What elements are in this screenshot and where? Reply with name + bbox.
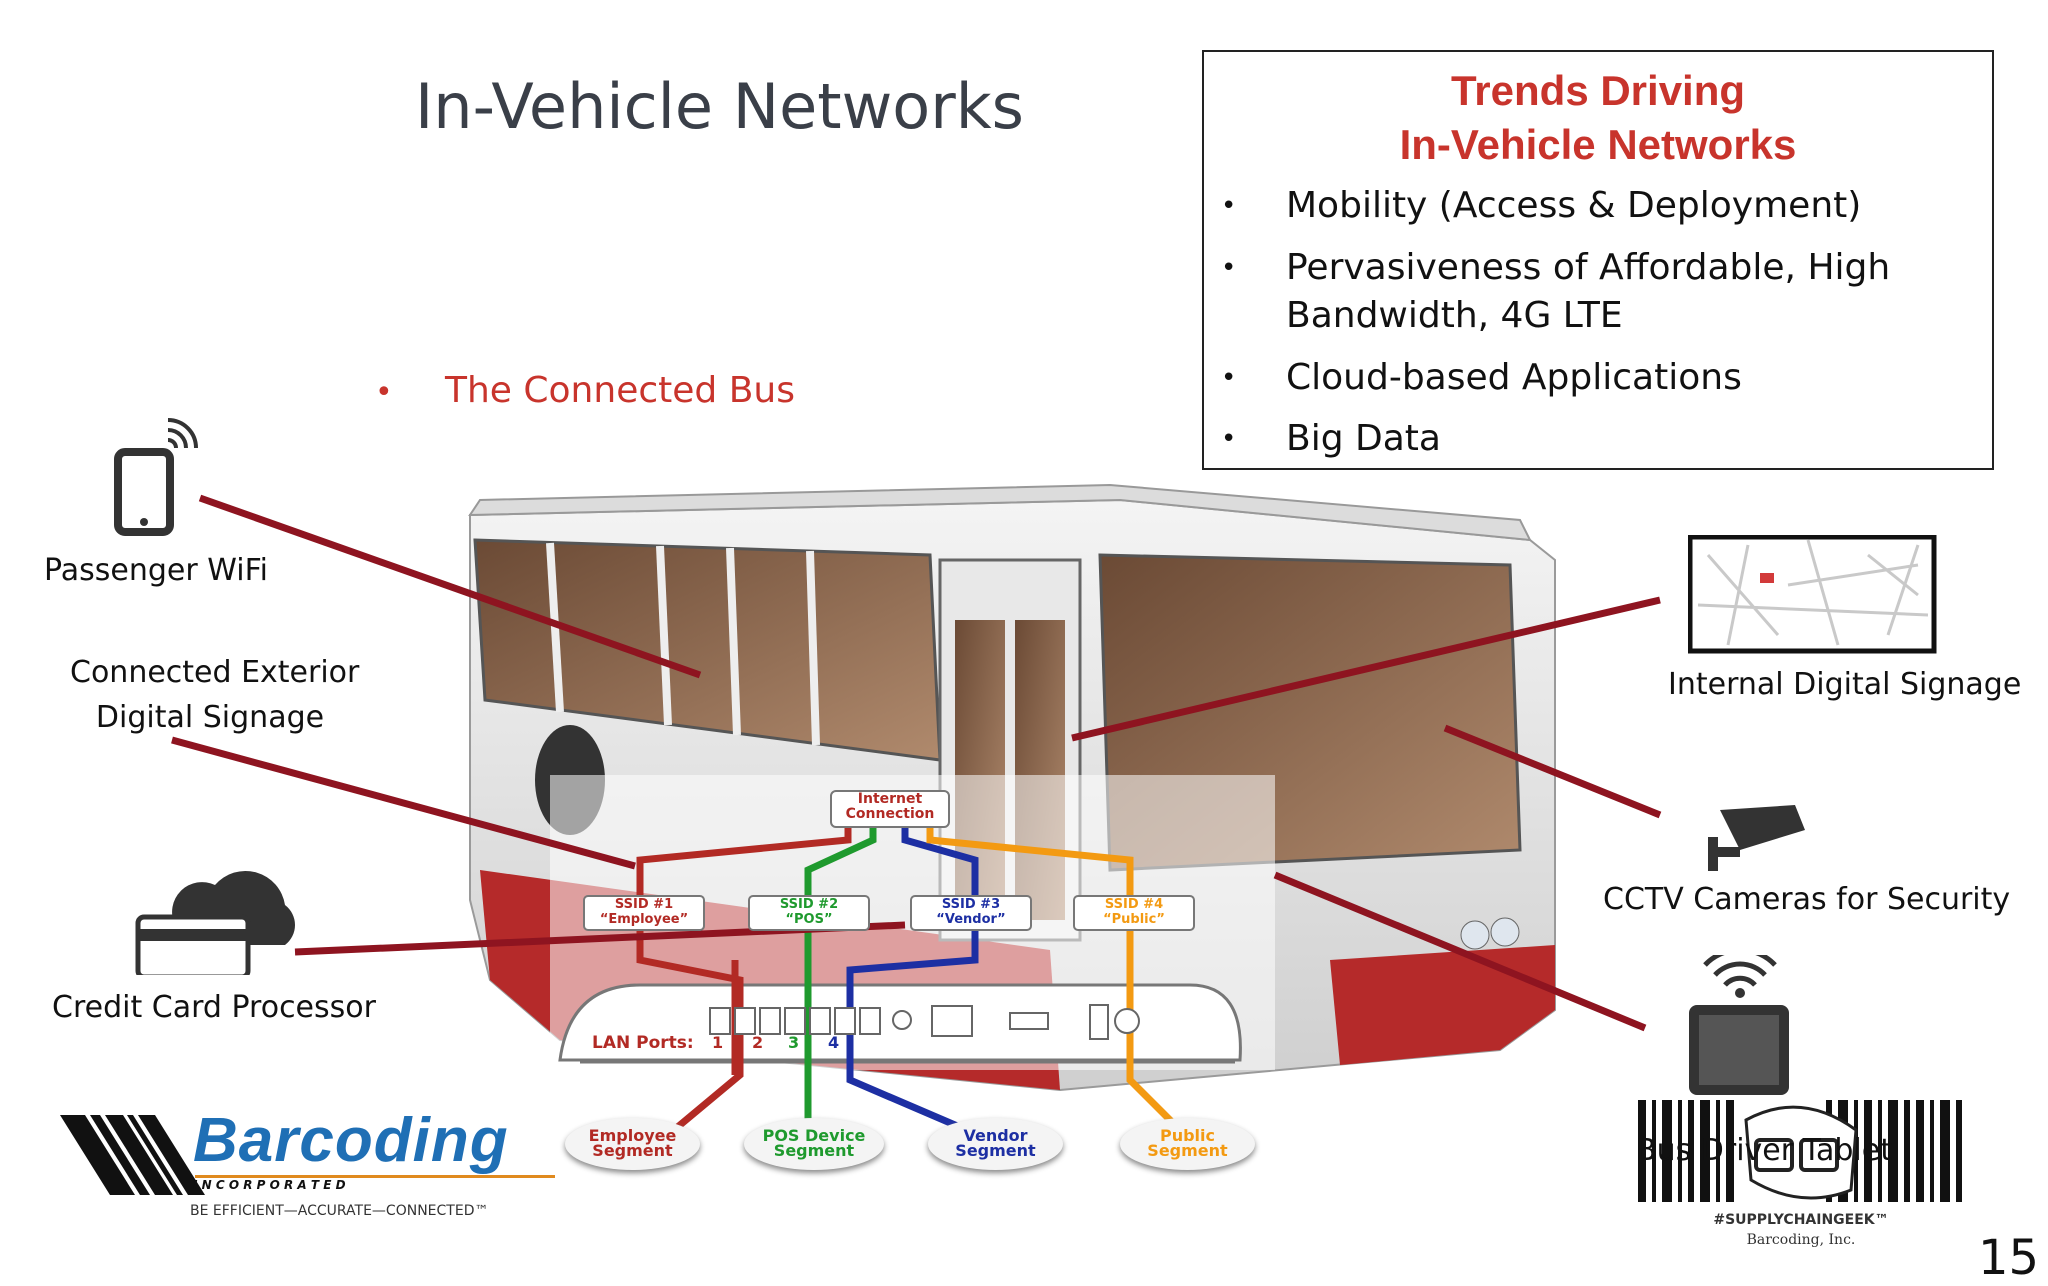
ssid-box: SSID #2 “POS” bbox=[748, 895, 870, 931]
passenger-wifi-label: Passenger WiFi bbox=[44, 553, 268, 588]
port-number: 1 bbox=[712, 1033, 724, 1052]
slide-title: In-Vehicle Networks bbox=[415, 70, 1024, 143]
internal-signage-label: Internal Digital Signage bbox=[1668, 667, 2022, 702]
page-number: 15 bbox=[1978, 1230, 2040, 1286]
ssid-box: SSID #1 “Employee” bbox=[583, 895, 705, 931]
segment-oval: Vendor Segment bbox=[928, 1118, 1063, 1170]
tablet-wifi-icon bbox=[1685, 955, 1795, 1095]
segment-oval: Public Segment bbox=[1120, 1118, 1255, 1170]
ssid-box: SSID #3 “Vendor” bbox=[910, 895, 1032, 931]
logo-divider bbox=[195, 1175, 555, 1178]
port-number: 2 bbox=[752, 1033, 764, 1052]
connected-bus-bullet: • The Connected Bus bbox=[375, 370, 795, 411]
map-screen-icon bbox=[1688, 535, 1938, 655]
trends-box: Trends Driving In-Vehicle Networks • Mob… bbox=[1202, 50, 1994, 470]
bullet-dot: • bbox=[375, 375, 393, 410]
barcoding-logo-mark bbox=[60, 1115, 205, 1195]
credit-card-cloud-icon bbox=[130, 855, 305, 975]
connected-bus-text: The Connected Bus bbox=[445, 370, 795, 411]
barcode-graphic bbox=[1638, 1100, 1962, 1202]
segment-oval: Employee Segment bbox=[565, 1118, 700, 1170]
barcoding-logo-name: Barcoding bbox=[193, 1106, 509, 1175]
geek-company: Barcoding, Inc. bbox=[1746, 1232, 1856, 1248]
bus-driver-tablet-label: Bus Driver Tablet bbox=[1636, 1133, 1892, 1168]
cctv-camera-icon bbox=[1700, 795, 1810, 875]
barcoding-logo-subtitle: I N C O R P O R A T E D bbox=[193, 1178, 346, 1192]
barcoding-tagline: BE EFFICIENT—ACCURATE—CONNECTED™ bbox=[190, 1203, 489, 1219]
trends-title-line2: In-Vehicle Networks bbox=[1399, 121, 1797, 168]
trends-title: Trends Driving In-Vehicle Networks bbox=[1204, 64, 1992, 172]
credit-card-label: Credit Card Processor bbox=[52, 990, 376, 1025]
leader-lines bbox=[171, 494, 1662, 1032]
lan-ports-label: LAN Ports: bbox=[592, 1033, 694, 1053]
smartphone-wifi-icon bbox=[110, 410, 210, 540]
lan-ports bbox=[709, 1004, 1140, 1040]
port-number: 4 bbox=[828, 1033, 840, 1052]
segment-oval: POS Device Segment bbox=[744, 1118, 884, 1170]
supply-chain-geek-logo: Bus Driver Tablet #SUPPLYCHAINGEEK™ Barc… bbox=[1636, 1100, 1966, 1265]
geek-hashtag: #SUPPLYCHAINGEEK™ bbox=[1713, 1212, 1889, 1228]
ssid-box: SSID #4 “Public” bbox=[1073, 895, 1195, 931]
internet-connection-box: Internet Connection bbox=[830, 790, 950, 828]
barcoding-logo: Barcoding I N C O R P O R A T E D BE EFF… bbox=[55, 1105, 565, 1225]
port-number: 3 bbox=[788, 1033, 800, 1052]
cctv-label: CCTV Cameras for Security bbox=[1603, 882, 2011, 917]
trends-title-line1: Trends Driving bbox=[1450, 67, 1746, 114]
exterior-signage-label: Connected Exterior Digital Signage bbox=[70, 655, 360, 735]
